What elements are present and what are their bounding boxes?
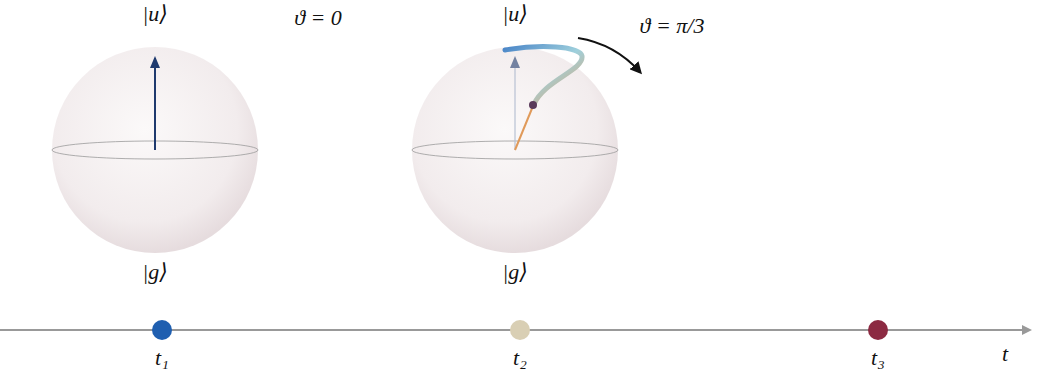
time-label: t₃ <box>848 346 908 370</box>
bloch-sphere <box>412 38 640 253</box>
bloch-sphere <box>52 47 258 253</box>
time-dot <box>510 320 530 340</box>
time-dot <box>868 320 888 340</box>
time-dot <box>152 320 172 340</box>
time-point: t₁ <box>132 320 192 370</box>
state-label: ϑ = π/3 <box>640 14 705 38</box>
state-label: ϑ = 0 <box>294 6 342 30</box>
time-label: t₁ <box>132 346 192 370</box>
state-label: |u⟩ <box>502 2 528 26</box>
state-label: |g⟩ <box>142 260 168 284</box>
time-point: t₃ <box>848 320 908 370</box>
state-label: |u⟩ <box>142 2 168 26</box>
time-point: t₂ <box>490 320 550 370</box>
state-label: t <box>1002 342 1008 366</box>
state-label: |g⟩ <box>502 260 528 284</box>
time-label: t₂ <box>490 346 550 370</box>
